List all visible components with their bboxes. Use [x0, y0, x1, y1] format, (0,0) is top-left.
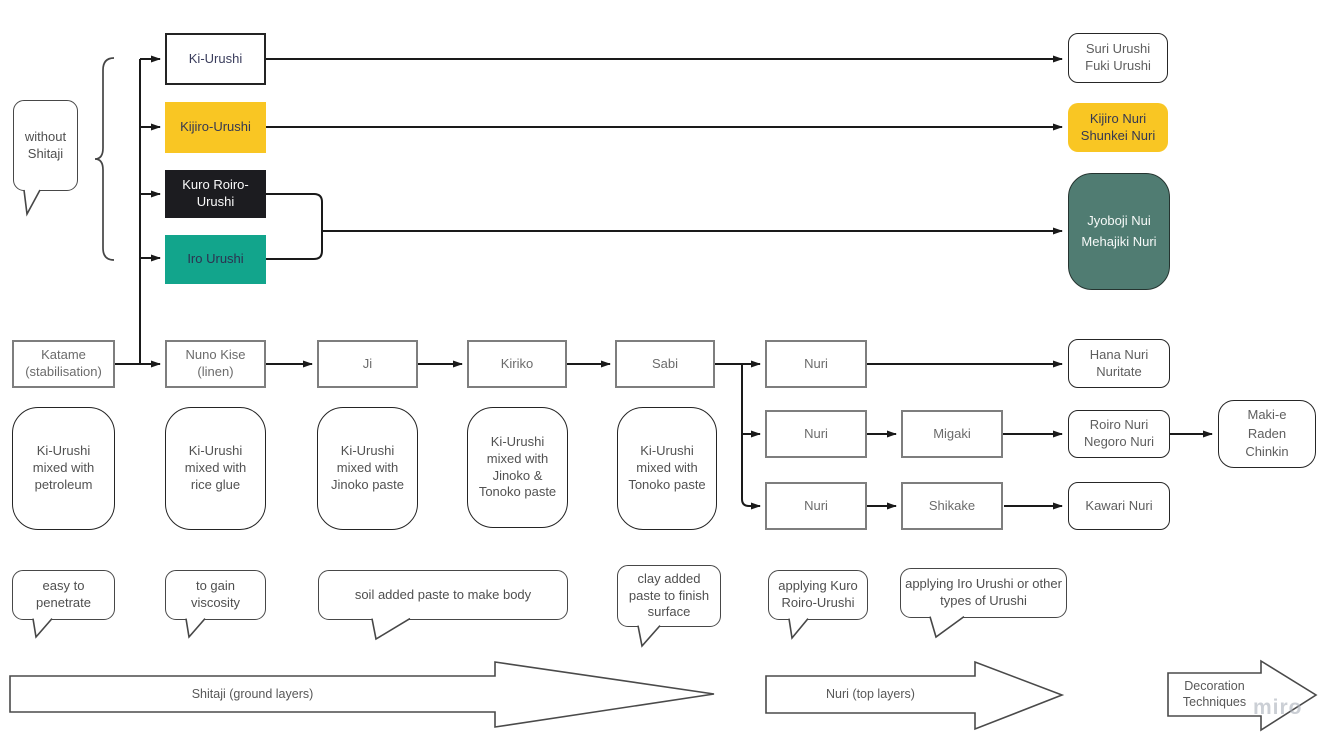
- node-kijiro-shunkei-nuri-label: Kijiro Nuri Shunkei Nuri: [1080, 110, 1156, 143]
- desc-mixture-rice-glue[interactable]: Ki-Urushi mixed with rice glue: [165, 407, 266, 530]
- node-shikake-label: Shikake: [928, 497, 976, 513]
- desc-mixture-jinoko[interactable]: Ki-Urushi mixed with Jinoko paste: [317, 407, 418, 530]
- node-migaki[interactable]: Migaki: [901, 410, 1003, 458]
- miro-watermark[interactable]: miro: [1253, 696, 1303, 720]
- node-roiro-negoro-label: Roiro Nuri Negoro Nuri: [1083, 417, 1155, 449]
- connector-sabi-branch: [741, 364, 750, 507]
- note-soil-added[interactable]: soil added paste to make body: [318, 570, 568, 620]
- note-to-gain-viscosity[interactable]: to gain viscosity: [165, 570, 266, 620]
- node-nuri-2-label: Nuri: [804, 425, 828, 441]
- node-kuro-roiro-urushi[interactable]: Kuro Roiro- Urushi: [165, 170, 266, 218]
- desc-mixture-tonoko-label: Ki-Urushi mixed with Tonoko paste: [628, 443, 706, 492]
- connector-iro-merge: [266, 231, 323, 260]
- node-iro-urushi[interactable]: Iro Urushi: [165, 235, 266, 284]
- node-nuri-2[interactable]: Nuri: [765, 410, 867, 458]
- node-katame-label: Katame (stabilisation): [25, 347, 102, 379]
- node-kijiro-urushi-label: Kijiro-Urushi: [180, 119, 251, 135]
- note-applying-kuro-label: applying Kuro Roiro-Urushi: [778, 578, 858, 610]
- stage-arrow-nuri-shape[interactable]: [765, 660, 1065, 731]
- desc-mixture-jinoko-tonoko[interactable]: Ki-Urushi mixed with Jinoko & Tonoko pas…: [467, 407, 568, 528]
- node-ji[interactable]: Ji: [317, 340, 418, 388]
- stage-arrow-nuri-label: Nuri (top layers): [826, 686, 915, 701]
- note-applying-iro[interactable]: applying Iro Urushi or other types of Ur…: [900, 568, 1067, 618]
- note-soil-added-label: soil added paste to make body: [354, 586, 532, 602]
- node-kawari-nuri-label: Kawari Nuri: [1085, 497, 1153, 513]
- stage-arrow-decoration-label: Decoration Techniques: [1182, 678, 1247, 709]
- node-migaki-label: Migaki: [933, 425, 971, 441]
- node-nuno-kise[interactable]: Nuno Kise (linen): [165, 340, 266, 388]
- note-applying-iro-label: applying Iro Urushi or other types of Ur…: [905, 576, 1062, 608]
- node-kiriko-label: Kiriko: [500, 355, 534, 371]
- node-nuri-1[interactable]: Nuri: [765, 340, 867, 388]
- node-kijiro-shunkei-nuri[interactable]: Kijiro Nuri Shunkei Nuri: [1068, 103, 1168, 152]
- note-to-gain-viscosity-label: to gain viscosity: [190, 578, 241, 610]
- node-roiro-negoro[interactable]: Roiro Nuri Negoro Nuri: [1068, 410, 1170, 458]
- node-nuri-3[interactable]: Nuri: [765, 482, 867, 530]
- node-shikake[interactable]: Shikake: [901, 482, 1003, 530]
- stage-arrow-shitaji-shape[interactable]: [9, 661, 715, 728]
- node-makie-raden-chinkin-label: Maki-e Raden Chinkin: [1245, 406, 1289, 460]
- node-hana-nuritate[interactable]: Hana Nuri Nuritate: [1068, 339, 1170, 388]
- stage-arrow-decoration-shape[interactable]: [1167, 659, 1318, 732]
- miro-watermark-label: miro: [1253, 696, 1303, 719]
- node-katame[interactable]: Katame (stabilisation): [12, 340, 115, 388]
- node-kijiro-urushi[interactable]: Kijiro-Urushi: [165, 102, 266, 153]
- node-sabi-label: Sabi: [651, 355, 679, 371]
- note-clay-added[interactable]: clay added paste to finish surface: [617, 565, 721, 627]
- node-nuri-1-label: Nuri: [804, 355, 828, 371]
- node-kuro-roiro-urushi-label: Kuro Roiro- Urushi: [182, 177, 249, 209]
- node-ji-label: Ji: [362, 355, 373, 371]
- note-applying-kuro[interactable]: applying Kuro Roiro-Urushi: [768, 570, 868, 620]
- note-clay-added-label: clay added paste to finish surface: [628, 570, 710, 620]
- brace-without-shitaji: [94, 57, 115, 261]
- node-kawari-nuri[interactable]: Kawari Nuri: [1068, 482, 1170, 530]
- stage-arrow-shitaji-label-box: Shitaji (ground layers): [10, 676, 495, 712]
- node-ki-urushi-label: Ki-Urushi: [188, 50, 243, 66]
- stage-arrow-decoration-label-box: Decoration Techniques: [1168, 672, 1261, 716]
- node-nuno-kise-label: Nuno Kise (linen): [185, 347, 246, 379]
- node-suri-fuki-urushi[interactable]: Suri Urushi Fuki Urushi: [1068, 33, 1168, 83]
- desc-mixture-jinoko-tonoko-label: Ki-Urushi mixed with Jinoko & Tonoko pas…: [478, 433, 557, 500]
- stage-arrow-shitaji-label: Shitaji (ground layers): [191, 686, 314, 701]
- note-without-shitaji[interactable]: without Shitaji: [13, 100, 78, 191]
- node-sabi[interactable]: Sabi: [615, 340, 715, 388]
- desc-mixture-jinoko-label: Ki-Urushi mixed with Jinoko paste: [331, 443, 404, 492]
- desc-mixture-petroleum-label: Ki-Urushi mixed with petroleum: [32, 443, 95, 492]
- desc-mixture-tonoko[interactable]: Ki-Urushi mixed with Tonoko paste: [617, 407, 717, 530]
- note-without-shitaji-label: without Shitaji: [24, 128, 67, 161]
- connector-kuro-merge: [266, 193, 323, 231]
- desc-mixture-petroleum[interactable]: Ki-Urushi mixed with petroleum: [12, 407, 115, 530]
- stage-arrow-nuri-label-box: Nuri (top layers): [766, 676, 975, 712]
- node-kiriko[interactable]: Kiriko: [467, 340, 567, 388]
- node-nuri-3-label: Nuri: [804, 497, 828, 513]
- node-jyoboji-mehajiki-label: Jyoboji Nui Mehajiki Nuri: [1081, 213, 1157, 249]
- desc-mixture-rice-glue-label: Ki-Urushi mixed with rice glue: [184, 443, 247, 492]
- note-easy-to-penetrate[interactable]: easy to penetrate: [12, 570, 115, 620]
- note-easy-to-penetrate-label: easy to penetrate: [36, 578, 91, 610]
- node-ki-urushi[interactable]: Ki-Urushi: [165, 33, 266, 85]
- node-suri-fuki-urushi-label: Suri Urushi Fuki Urushi: [1085, 41, 1151, 73]
- node-makie-raden-chinkin[interactable]: Maki-e Raden Chinkin: [1218, 400, 1316, 468]
- node-hana-nuritate-label: Hana Nuri Nuritate: [1089, 346, 1149, 379]
- node-iro-urushi-label: Iro Urushi: [187, 251, 244, 267]
- node-jyoboji-mehajiki[interactable]: Jyoboji Nui Mehajiki Nuri: [1068, 173, 1170, 290]
